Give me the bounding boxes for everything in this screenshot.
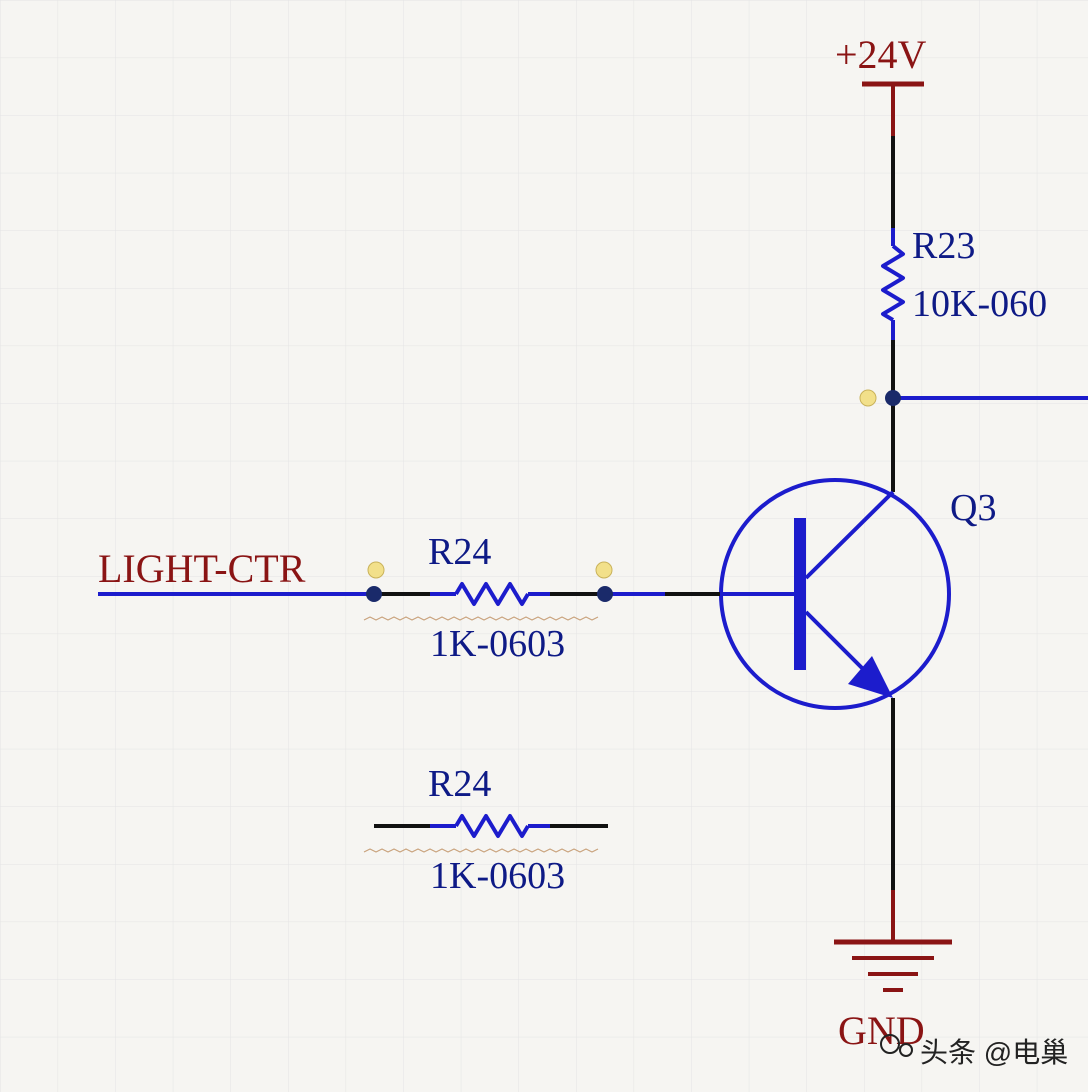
r24-copy-value: 1K-0603 <box>430 855 565 897</box>
r23-value: 10K-060 <box>912 283 1047 325</box>
r23-designator: R23 <box>912 225 975 267</box>
resistor-r24-copy[interactable]: R24 1K-0603 <box>363 763 608 897</box>
pin-marker <box>595 561 613 579</box>
q3-designator: Q3 <box>950 487 996 529</box>
r24-designator: R24 <box>428 531 491 573</box>
watermark-text: 头条 @电巢 <box>920 1037 1068 1068</box>
r24-value: 1K-0603 <box>430 623 565 665</box>
power-label: +24V <box>835 32 927 77</box>
r24-copy-designator: R24 <box>428 763 491 805</box>
resistor-r24[interactable]: R24 1K-0603 <box>363 531 605 665</box>
power-symbol[interactable]: +24V <box>835 32 927 136</box>
net-label: LIGHT-CTR <box>98 546 306 591</box>
watermark-logo-icon <box>880 1034 913 1057</box>
transistor-q3[interactable]: Q3 <box>719 478 996 710</box>
pin-marker <box>367 561 385 579</box>
resistor-r23[interactable]: R23 10K-060 <box>881 225 1047 340</box>
junction-dot[interactable] <box>885 390 901 406</box>
junction-dot[interactable] <box>366 586 382 602</box>
pin-marker <box>859 389 877 407</box>
watermark: 头条 @电巢 <box>880 1034 1068 1068</box>
net-light-ctr[interactable]: LIGHT-CTR <box>98 546 374 596</box>
junction-dot[interactable] <box>597 586 613 602</box>
